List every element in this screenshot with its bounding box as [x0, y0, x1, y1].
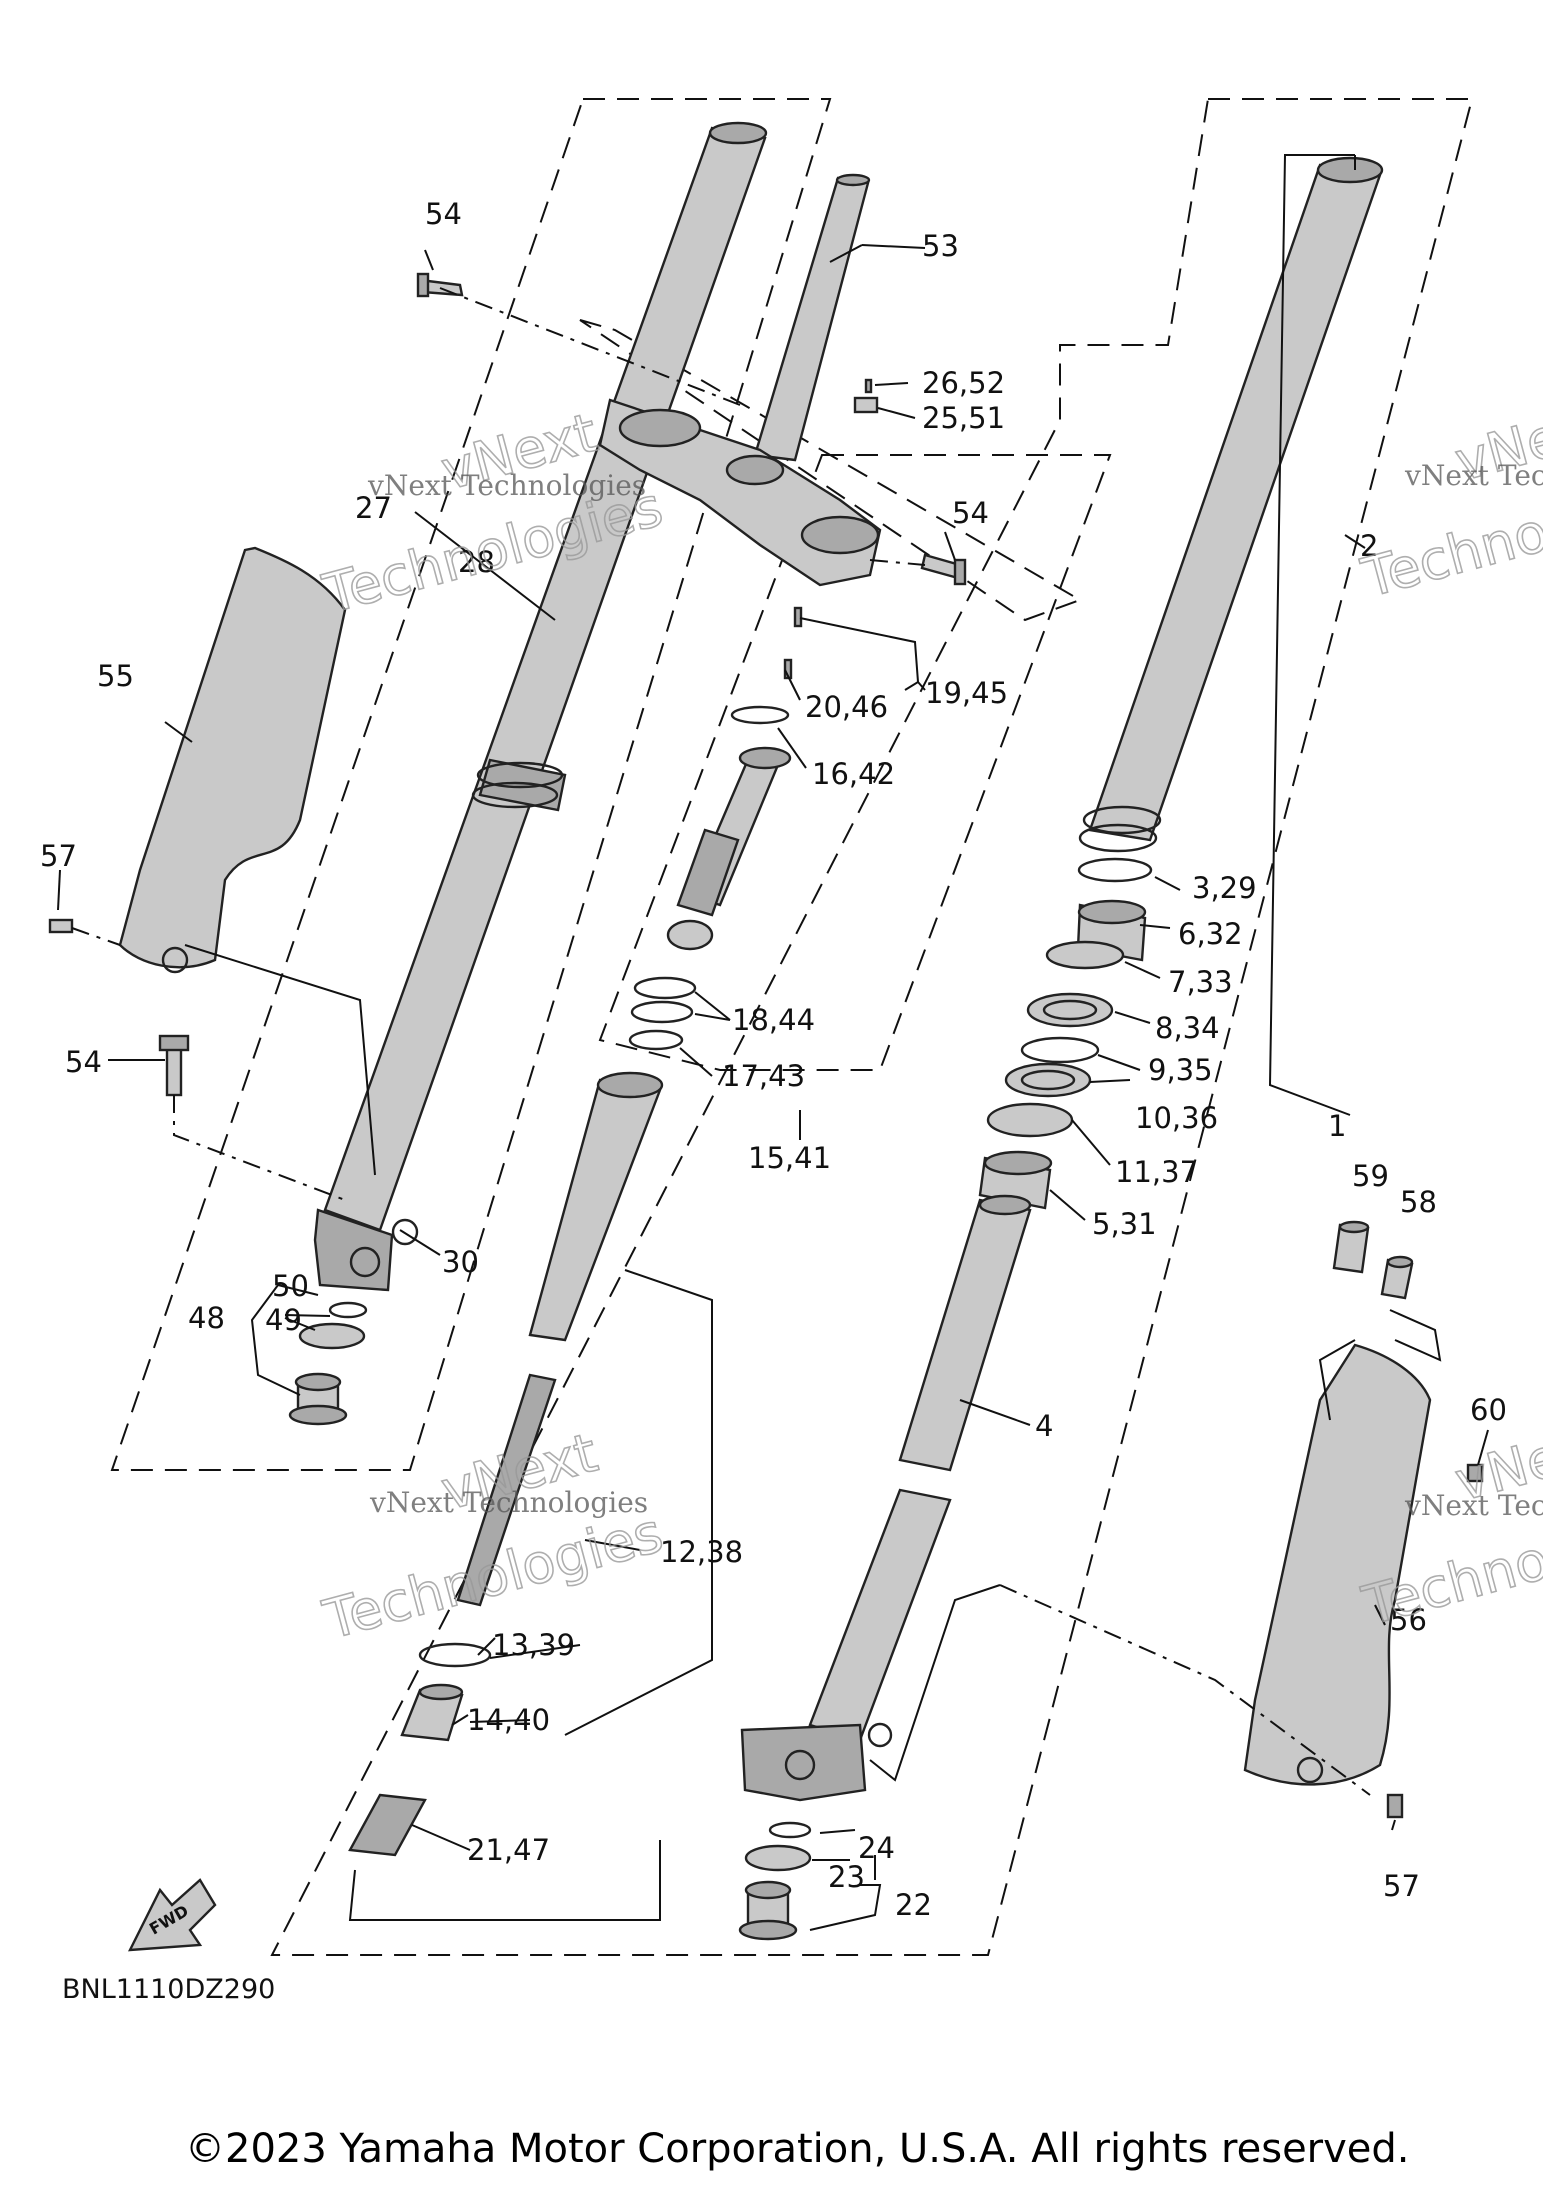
bolt-54-clamp — [920, 553, 967, 586]
spring-21-47 — [348, 1793, 427, 1857]
bolt-57-left — [48, 918, 74, 934]
axle-nut-22 — [738, 1880, 798, 1941]
callout-17-43: 17,43 — [722, 1059, 805, 1093]
callout-25-51: 25,51 — [922, 401, 1005, 435]
pin-19-45 — [793, 606, 803, 628]
callout-13-39: 13,39 — [492, 1628, 575, 1662]
ring-17-43 — [628, 1029, 684, 1051]
watermark-small: vNext Technologies — [367, 469, 646, 502]
callout-27: 27 — [355, 491, 392, 525]
callout-1: 1 — [1328, 1109, 1346, 1143]
part-25-51 — [853, 396, 879, 414]
inner-tube-4 — [898, 1194, 1032, 1472]
fwd-arrow: FWD — [127, 1878, 217, 1952]
callout-57-left: 57 — [40, 839, 77, 873]
bolt-57-right — [1386, 1793, 1404, 1819]
callout-6-32: 6,32 — [1178, 917, 1243, 951]
callout-9-35: 9,35 — [1148, 1053, 1213, 1087]
callout-55: 55 — [97, 659, 134, 693]
callout-8-34: 8,34 — [1155, 1011, 1220, 1045]
oil-seal-8-34 — [1026, 992, 1114, 1028]
callout-4: 4 — [1035, 1409, 1053, 1443]
callout-18-44: 18,44 — [732, 1003, 815, 1037]
callouts: 53 54 26,52 25,51 54 27 28 55 57 54 30 5… — [40, 197, 1507, 1922]
callout-21-47: 21,47 — [467, 1833, 550, 1867]
spacer-14-40 — [400, 1683, 464, 1742]
callout-23: 23 — [828, 1860, 865, 1894]
callout-50: 50 — [272, 1269, 309, 1303]
seal-13-39 — [418, 1642, 492, 1668]
dust-seal-10-36 — [1004, 1062, 1092, 1098]
callout-16-42: 16,42 — [812, 757, 895, 791]
clamp-59 — [1332, 1220, 1370, 1274]
callout-3-29: 3,29 — [1192, 871, 1257, 905]
callout-20-46: 20,46 — [805, 690, 888, 724]
axle-nut-48 — [288, 1372, 348, 1426]
left-assembly-box — [110, 98, 832, 1471]
callout-54-clamp: 54 — [952, 496, 989, 530]
right-assembly-box — [270, 98, 1474, 1956]
collar-49 — [298, 1322, 366, 1350]
damper-rod-12-38 — [456, 1071, 664, 1607]
ring-24 — [768, 1821, 812, 1839]
under-bracket — [598, 398, 882, 587]
callout-54-top: 54 — [425, 197, 462, 231]
fork-guard-56 — [1243, 1343, 1432, 1786]
callout-7-33: 7,33 — [1168, 965, 1233, 999]
watermark-small: vNext Technologies — [1404, 1489, 1543, 1522]
copyright-notice: ©2023 Yamaha Motor Corporation, U.S.A. A… — [185, 2126, 1410, 2172]
callout-19-45: 19,45 — [925, 676, 1008, 710]
seal-11-37 — [986, 1102, 1074, 1138]
callout-30: 30 — [442, 1245, 479, 1279]
collar-23 — [744, 1844, 812, 1872]
part-26-52 — [864, 378, 873, 394]
fork-guard-55 — [118, 546, 347, 974]
inner-tube-28 — [323, 121, 768, 1232]
o-ring-16-42 — [730, 705, 790, 725]
bolt-54-top — [416, 272, 464, 298]
leader-lines — [57, 154, 1489, 1931]
seal-3-29 — [1077, 857, 1153, 883]
clamp-58 — [1380, 1255, 1414, 1300]
callout-54-lower: 54 — [65, 1045, 102, 1079]
axle-bracket-30 — [313, 1208, 419, 1292]
callout-49: 49 — [265, 1303, 302, 1337]
callout-28: 28 — [458, 545, 495, 579]
callout-11-37: 11,37 — [1115, 1155, 1198, 1189]
callout-10-36: 10,36 — [1135, 1101, 1218, 1135]
ring-18-44 — [630, 976, 697, 1024]
outer-tube-2 — [1078, 156, 1384, 853]
callout-58: 58 — [1400, 1185, 1437, 1219]
bolt-54-lower — [158, 1034, 190, 1097]
diagram-code: BNL1110DZ290 — [62, 1974, 275, 2005]
callout-22: 22 — [895, 1888, 932, 1922]
callout-24: 24 — [858, 1831, 895, 1865]
callout-5-31: 5,31 — [1092, 1207, 1157, 1241]
callout-53: 53 — [922, 229, 959, 263]
callout-59: 59 — [1352, 1159, 1389, 1193]
watermark-small: vNext Technologies — [1404, 459, 1543, 492]
cap-bolt-assembly — [666, 746, 792, 951]
callout-57-right: 57 — [1383, 1869, 1420, 1903]
inner-cartridge-box — [598, 454, 1112, 1071]
callout-56: 56 — [1390, 1603, 1427, 1637]
steering-stem-53 — [753, 173, 871, 462]
callout-26-52: 26,52 — [922, 366, 1005, 400]
callout-60: 60 — [1470, 1393, 1507, 1427]
ring-50 — [328, 1301, 368, 1319]
clip-9-35 — [1020, 1036, 1100, 1064]
callout-2: 2 — [1360, 529, 1378, 563]
watermark-upper-right: vNext vNext Technologies Technologies — [1354, 391, 1543, 611]
washer-7-33 — [1045, 940, 1125, 970]
callout-15-41: 15,41 — [748, 1141, 831, 1175]
lower-tube-bracket — [740, 1488, 952, 1802]
watermark-small: vNext Technologies — [369, 1486, 648, 1519]
callout-12-38: 12,38 — [660, 1535, 743, 1569]
bolt-60 — [1466, 1463, 1484, 1483]
callout-48: 48 — [188, 1301, 225, 1335]
callout-14-40: 14,40 — [467, 1703, 550, 1737]
